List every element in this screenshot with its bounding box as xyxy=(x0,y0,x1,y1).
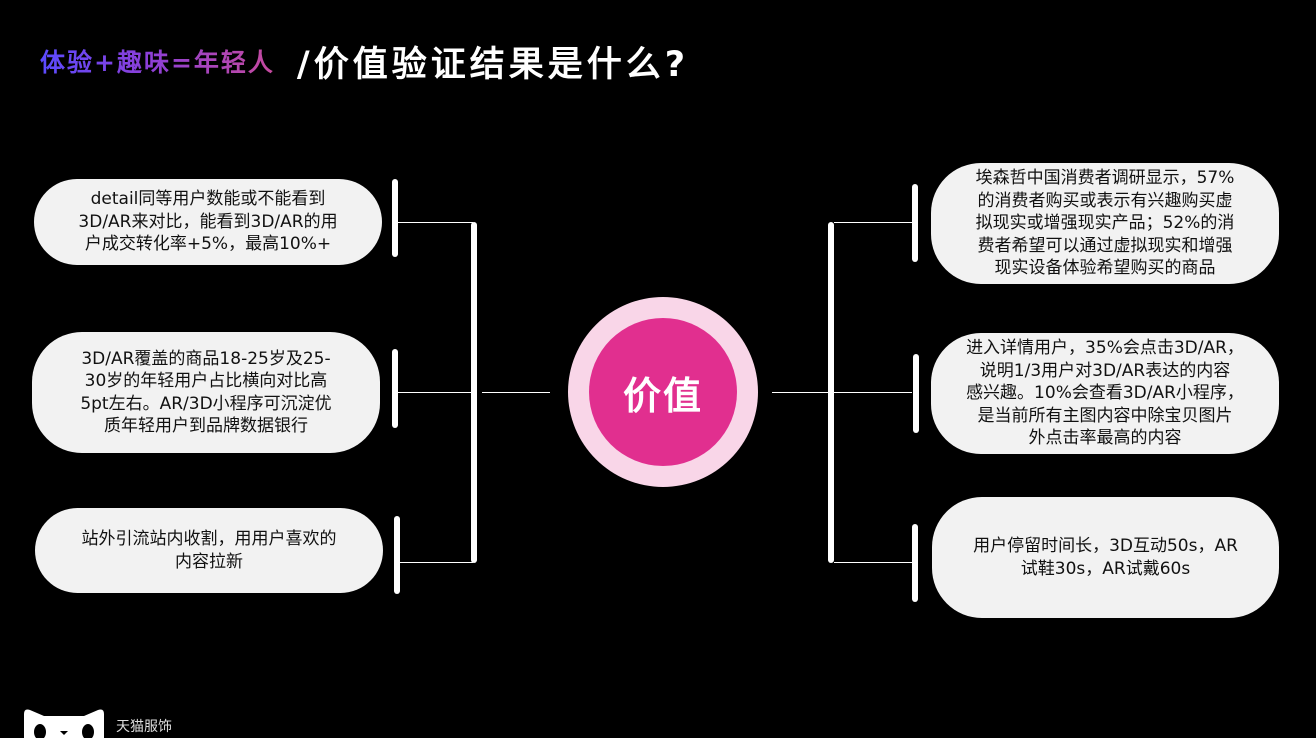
right-bubble-2-line: 进入详情用户，35%会点击3D/AR， xyxy=(966,338,1244,359)
left-main-bracket xyxy=(471,222,477,563)
left-connector-line xyxy=(400,562,473,563)
left-connector-line xyxy=(398,222,473,223)
right-bracket-2 xyxy=(913,354,919,433)
left-connector-line xyxy=(398,392,473,393)
right-connector-line xyxy=(834,392,912,393)
right-bracket-3 xyxy=(912,524,918,602)
right-bracket-1 xyxy=(912,184,918,262)
right-bubble-1-line: 拟现实或增强现实产品；52%的消 xyxy=(975,213,1235,234)
right-bubble-1-line: 的消费者购买或表示有兴趣购买虚 xyxy=(977,190,1233,211)
left-bubble-3: 站外引流站内收割，用用户喜欢的 内容拉新 xyxy=(35,508,383,593)
left-to-center-line xyxy=(482,392,550,393)
left-bracket-3 xyxy=(394,516,400,594)
left-bubble-2-line: 质年轻用户到品牌数据银行 xyxy=(103,416,308,436)
left-bubble-1-line: detail同等用户数能或不能看到 xyxy=(90,189,326,210)
title-tag: 体验+趣味=年轻人 xyxy=(40,43,275,79)
right-to-center-line xyxy=(772,392,828,393)
right-bubble-2-line: 是当前所有主图内容中除宝贝图片 xyxy=(977,405,1233,426)
left-bubble-2-line: 30岁的年轻用户占比横向对比高 xyxy=(84,371,328,391)
left-bubble-1-line: 3D/AR来对比，能看到3D/AR的用 xyxy=(78,211,338,232)
tmall-cat-icon xyxy=(24,709,104,738)
left-bubble-3-line: 内容拉新 xyxy=(175,551,243,572)
right-main-bracket xyxy=(828,222,834,563)
left-bubble-2-line: 5pt左右。AR/3D小程序可沉淀优 xyxy=(80,393,332,414)
left-bracket-1 xyxy=(392,179,398,257)
left-bubble-3-line: 站外引流站内收割，用用户喜欢的 xyxy=(81,529,337,549)
right-bubble-3-line: 试鞋30s，AR试戴60s xyxy=(1020,558,1191,579)
right-connector-line xyxy=(834,222,912,223)
right-bubble-2-line: 说明1/3用户对3D/AR表达的内容 xyxy=(979,360,1231,381)
brand-name: 天猫服饰 xyxy=(116,719,172,735)
left-bubble-1: detail同等用户数能或不能看到 3D/AR来对比，能看到3D/AR的用 户成… xyxy=(34,179,382,265)
right-connector-line xyxy=(834,562,912,563)
right-bubble-2-line: 感兴趣。10%会查看3D/AR小程序， xyxy=(966,383,1244,404)
right-bubble-1-line: 现实设备体验希望购买的商品 xyxy=(994,258,1216,279)
title-main: /价值验证结果是什么? xyxy=(296,44,689,85)
right-bubble-2-line: 外点击率最高的内容 xyxy=(1028,428,1182,449)
right-bubble-3: 用户停留时间长，3D互动50s，AR 试鞋30s，AR试戴60s xyxy=(932,497,1279,618)
right-bubble-2: 进入详情用户，35%会点击3D/AR， 说明1/3用户对3D/AR表达的内容 感… xyxy=(931,333,1279,454)
left-bubble-2: 3D/AR覆盖的商品18-25岁及25- 30岁的年轻用户占比横向对比高 5pt… xyxy=(32,332,380,453)
right-bubble-1: 埃森哲中国消费者调研显示，57% 的消费者购买或表示有兴趣购买虚 拟现实或增强现… xyxy=(931,163,1279,284)
right-bubble-1-line: 费者希望可以通过虚拟现实和增强 xyxy=(977,235,1233,256)
right-bubble-3-line: 用户停留时间长，3D互动50s，AR xyxy=(973,536,1238,556)
page-title: 体验+趣味=年轻人 /价值验证结果是什么? xyxy=(40,36,689,86)
center-node: 价值 xyxy=(589,318,737,466)
left-bubble-1-line: 户成交转化率+5%，最高10%+ xyxy=(84,234,332,255)
right-bubble-1-line: 埃森哲中国消费者调研显示，57% xyxy=(975,168,1235,189)
left-bubble-2-line: 3D/AR覆盖的商品18-25岁及25- xyxy=(81,348,331,369)
left-bracket-2 xyxy=(392,349,398,428)
